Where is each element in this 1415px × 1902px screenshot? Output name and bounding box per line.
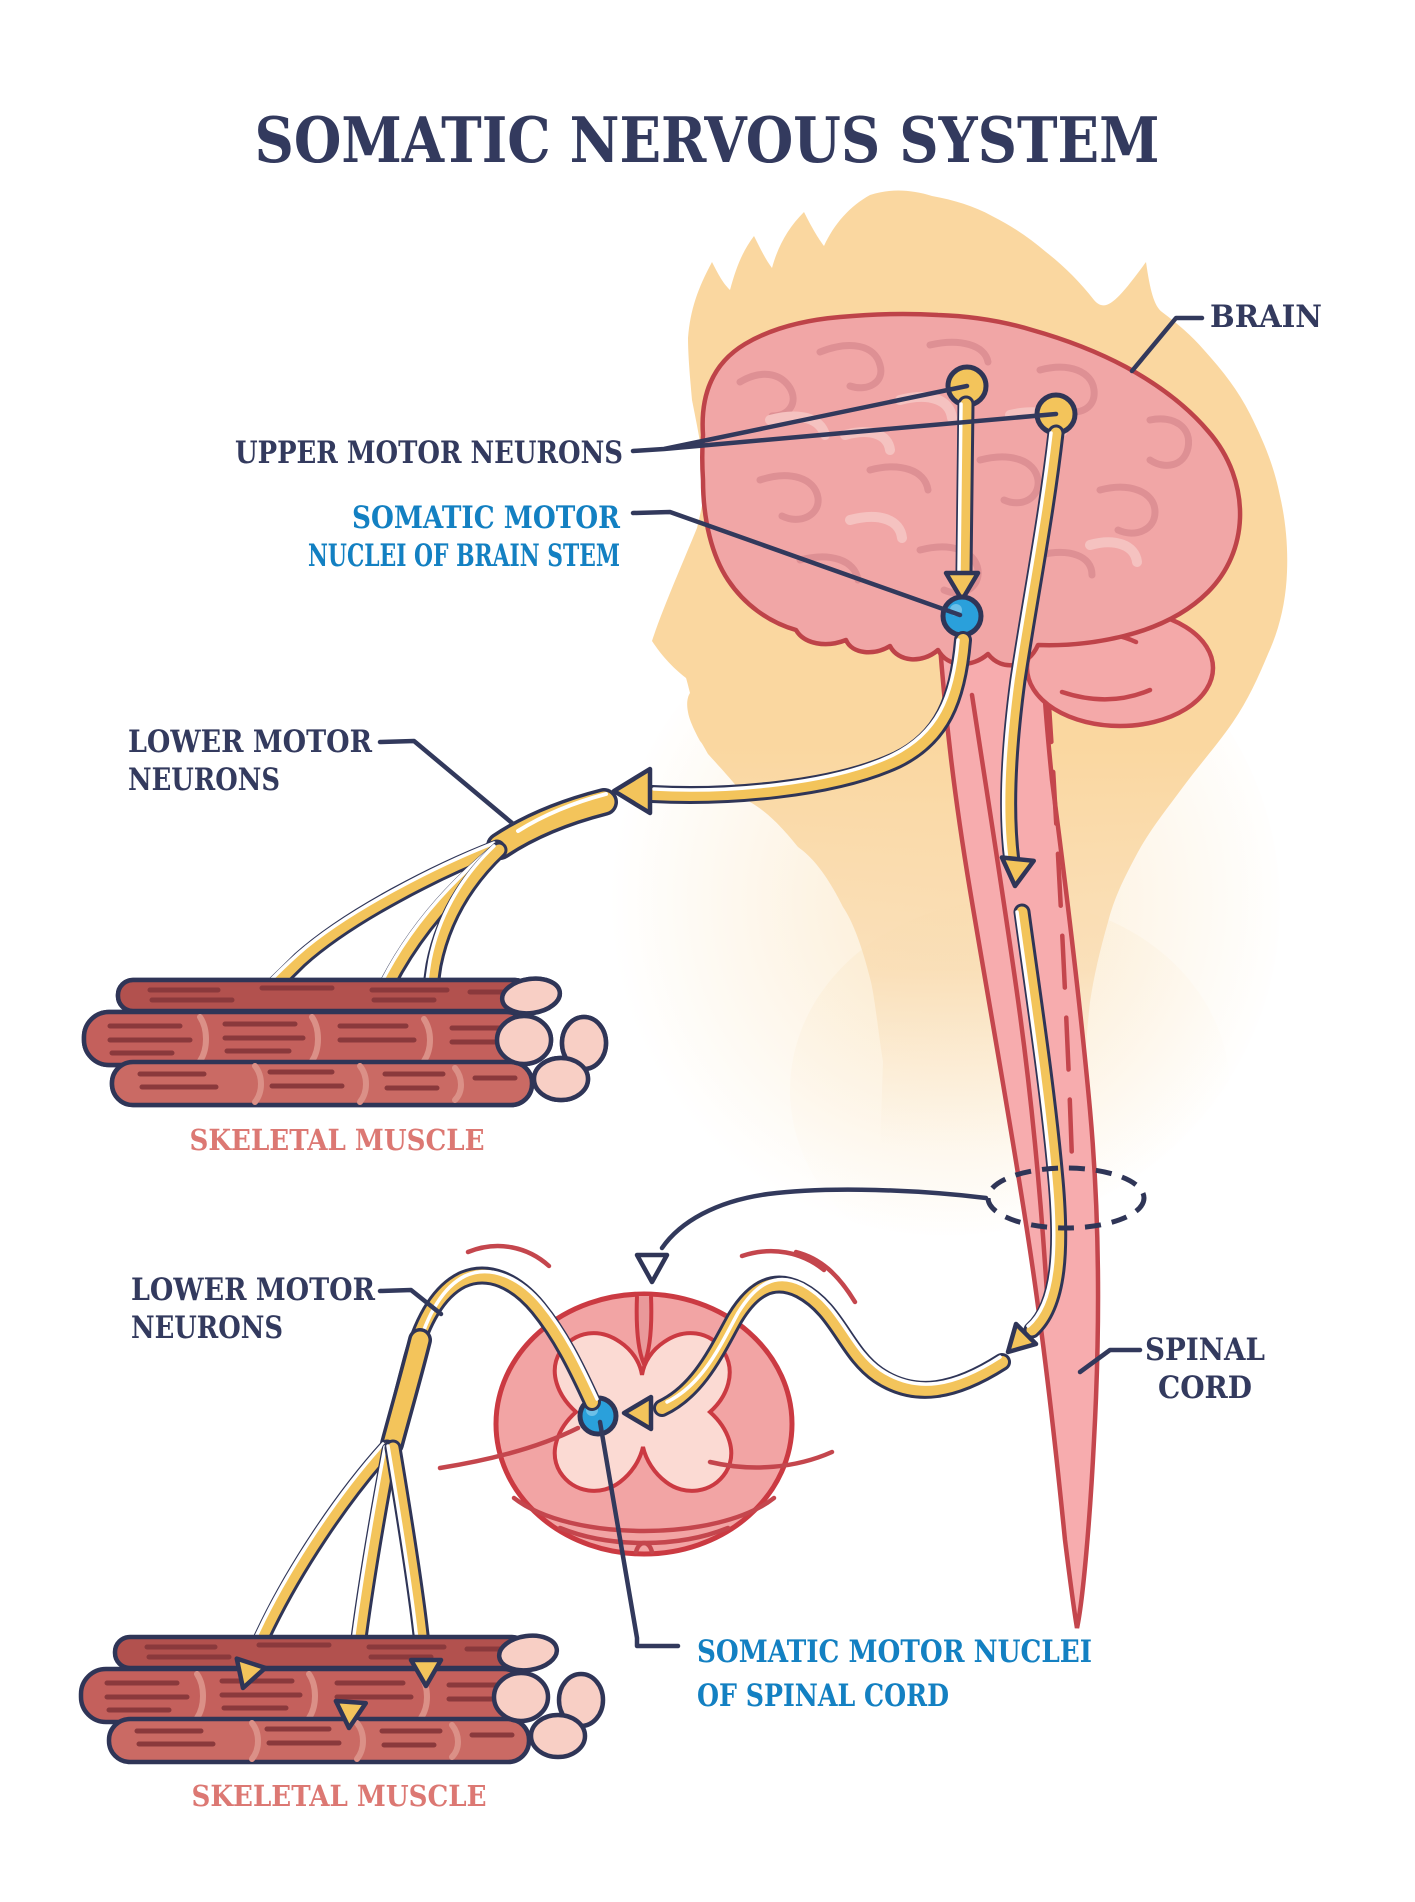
arrow-down-left-icon — [1005, 1321, 1039, 1355]
leader-lower-motor-neurons-lower — [377, 1287, 444, 1317]
label-spinal-cord-nuclei-line2: OF SPINAL CORD — [697, 1678, 949, 1714]
leader-spinal-cord-nuclei — [597, 1419, 681, 1649]
label-spinal-cord-nuclei-line1: SOMATIC MOTOR NUCLEI — [697, 1634, 1092, 1670]
section-pointer — [634, 1187, 989, 1285]
arrow-down-icon — [408, 1657, 444, 1689]
nerve-root-arcs — [437, 1243, 858, 1471]
arrow-down-icon — [999, 855, 1036, 889]
axon-to-lower-motor-neurons — [611, 631, 972, 816]
arrow-left-icon — [621, 1394, 654, 1432]
label-lower-motor-neurons-upper-line1: LOWER MOTOR — [128, 724, 372, 760]
leader-upper-motor-neurons — [630, 383, 1059, 454]
spinal-cord-dashed-line — [1045, 687, 1075, 1163]
leader-brain — [1129, 315, 1205, 374]
leader-brain-stem-nuclei — [630, 509, 963, 618]
label-brain-stem-nuclei-line1: SOMATIC MOTOR — [352, 500, 620, 536]
label-spinal-cord-line2: CORD — [1158, 1370, 1252, 1406]
leader-lower-motor-neurons-upper — [377, 738, 515, 826]
label-brain: BRAIN — [1210, 299, 1322, 335]
page-title: SOMATIC NERVOUS SYSTEM — [255, 103, 1160, 177]
label-spinal-cord-line1: SPINAL — [1145, 1332, 1265, 1368]
lower-branch-arrowheads — [234, 1656, 444, 1731]
label-lower-motor-neurons-upper-line2: NEURONS — [128, 762, 280, 798]
label-lower-motor-neurons-lower-line1: LOWER MOTOR — [131, 1272, 375, 1308]
skeletal-muscle-lower — [81, 1632, 603, 1762]
axon-into-cross-section — [621, 1275, 1011, 1432]
label-skeletal-muscle-lower: SKELETAL MUSCLE — [192, 1779, 487, 1813]
skeletal-muscle-upper — [84, 975, 606, 1105]
axon-upper-motor-1 — [943, 395, 981, 603]
arrow-open-down-icon — [634, 1252, 670, 1285]
leader-spinal-cord — [1077, 1347, 1143, 1375]
axon-upper-motor-2 — [999, 424, 1068, 1355]
arrow-down-icon — [943, 570, 981, 603]
arrow-left-icon — [611, 766, 653, 816]
arrow-down-icon — [234, 1656, 268, 1691]
label-lower-motor-neurons-lower-line2: NEURONS — [131, 1310, 283, 1346]
label-brain-stem-nuclei-line2: NUCLEI OF BRAIN STEM — [308, 538, 620, 574]
label-upper-motor-neurons: UPPER MOTOR NEURONS — [235, 435, 623, 471]
arrow-down-icon — [333, 1698, 369, 1731]
spinal-cord-inner-line — [969, 692, 1051, 1313]
label-skeletal-muscle-upper: SKELETAL MUSCLE — [190, 1123, 485, 1157]
